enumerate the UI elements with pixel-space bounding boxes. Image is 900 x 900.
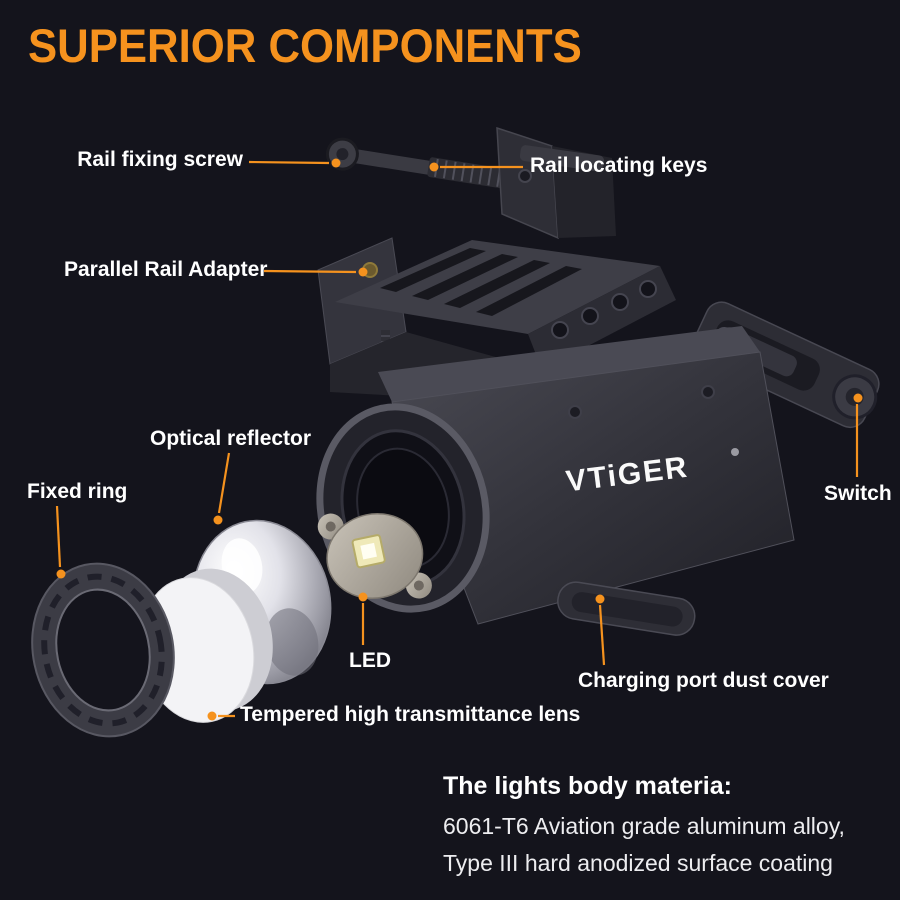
label-switch: Switch bbox=[824, 482, 892, 505]
dot-rail-fixing-screw bbox=[331, 158, 341, 168]
material-line-1: 6061-T6 Aviation grade aluminum alloy, bbox=[443, 813, 845, 839]
fixed-ring-part bbox=[31, 562, 175, 738]
label-tempered-lens: Tempered high transmittance lens bbox=[240, 703, 581, 726]
dot-led bbox=[358, 592, 368, 602]
material-heading: The lights body materia: bbox=[443, 772, 732, 800]
dot-rail-locating-keys bbox=[429, 162, 439, 172]
dot-switch bbox=[853, 393, 863, 403]
dot-charging-port-dust-cover bbox=[595, 594, 605, 604]
led-module-part bbox=[317, 512, 432, 600]
connector-charging-port-dust-cover bbox=[598, 604, 606, 666]
dot-fixed-ring bbox=[56, 569, 66, 579]
label-led: LED bbox=[349, 649, 391, 672]
dot-parallel-rail-adapter bbox=[358, 267, 368, 277]
label-optical-reflector: Optical reflector bbox=[150, 427, 312, 450]
label-parallel-rail-adapter: Parallel Rail Adapter bbox=[64, 258, 268, 281]
label-rail-locating-keys: Rail locating keys bbox=[530, 154, 708, 177]
connector-parallel-rail-adapter bbox=[263, 269, 357, 274]
material-line-2: Type III hard anodized surface coating bbox=[443, 850, 833, 876]
connector-fixed-ring bbox=[55, 505, 62, 568]
material-info: The lights body materia: 6061-T6 Aviatio… bbox=[443, 772, 845, 887]
label-rail-fixing-screw: Rail fixing screw bbox=[77, 148, 243, 171]
connector-optical-reflector bbox=[217, 452, 231, 514]
rail-locating-keys-part bbox=[496, 126, 616, 240]
dot-optical-reflector bbox=[213, 515, 223, 525]
connector-rail-fixing-screw bbox=[248, 160, 330, 165]
label-charging-port-dust-cover: Charging port dust cover bbox=[578, 669, 829, 692]
dot-tempered-lens bbox=[207, 711, 217, 721]
page-title: SUPERIOR COMPONENTS bbox=[28, 19, 582, 72]
label-fixed-ring: Fixed ring bbox=[27, 480, 128, 503]
